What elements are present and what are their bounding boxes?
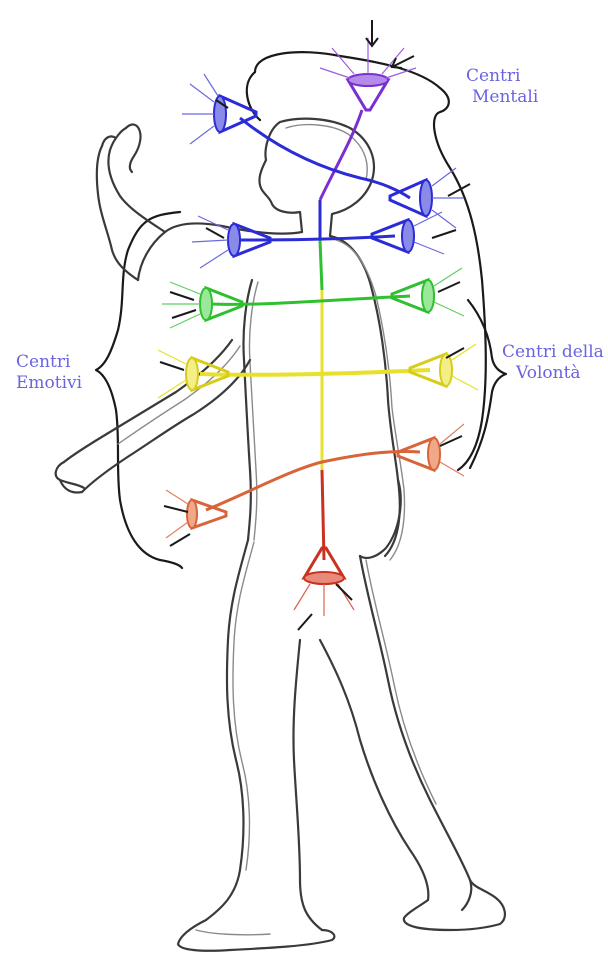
arrow-blue-left (206, 228, 224, 238)
aura-outline-front (247, 72, 260, 120)
arrow-yellow-left (160, 362, 184, 370)
label-volonta-line1: Centri della (502, 342, 604, 363)
arrow-red-right (336, 584, 352, 600)
centre-orange-right (398, 424, 464, 476)
label-centri-volonta: Centri della Volontà (502, 342, 604, 384)
label-emotivi-line2: Emotivi (16, 373, 82, 394)
brace-right (468, 300, 506, 468)
label-centri-mentali: Centri Mentali (466, 66, 538, 108)
arrow-orange-left-a (164, 506, 188, 512)
centre-orange-left (166, 490, 226, 538)
centre-blue-right (372, 212, 444, 254)
label-emotivi-line1: Centri (16, 352, 82, 373)
label-volonta-line2: Volontà (502, 363, 604, 384)
arrow-blue-right (432, 230, 456, 238)
label-mentali-line2: Mentali (466, 87, 538, 108)
arrow-orange-left-b (170, 534, 190, 546)
label-mentali-line1: Centri (466, 66, 538, 87)
body-outline (56, 119, 505, 951)
aura-outline-head (255, 52, 486, 470)
arrow-green-left-b (172, 310, 196, 318)
label-centri-emotivi: Centri Emotivi (16, 352, 82, 394)
arrow-red-left (298, 614, 312, 630)
energy-channels (200, 110, 430, 560)
arrow-green-right (438, 282, 460, 292)
centre-mental-top (320, 38, 416, 110)
centre-mental-left (182, 74, 256, 144)
brace-left (96, 212, 182, 568)
arrow-yellow-right (446, 348, 464, 358)
arrow-mental-right (392, 56, 414, 68)
centre-yellow-right (410, 344, 478, 390)
arrow-green-left-a (170, 292, 194, 300)
centre-green-right (392, 268, 464, 316)
